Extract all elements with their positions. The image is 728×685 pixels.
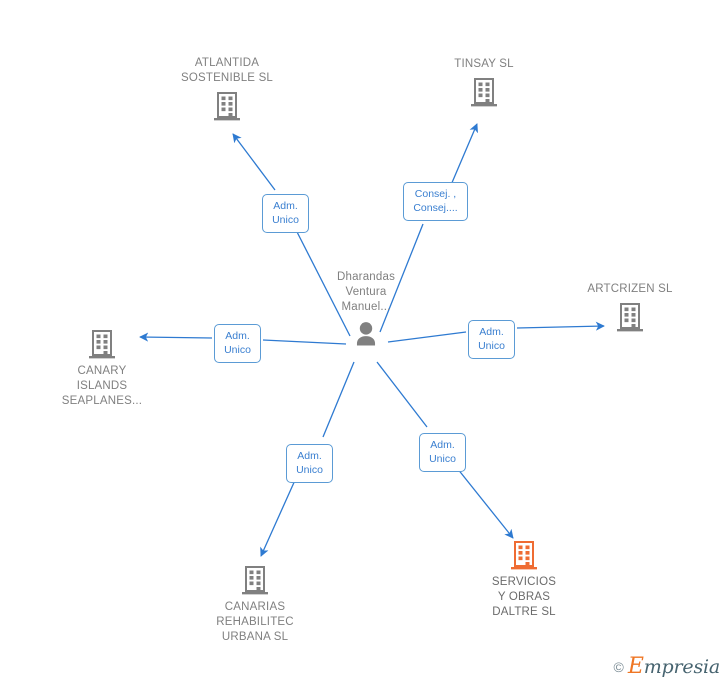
building-icon [89,330,115,359]
edge-servicios-daltre [376,361,514,539]
node-label: Dharandas Ventura Manuel... [336,271,396,313]
brand-initial: E [627,654,644,679]
person-icon [356,322,376,346]
node-label: CANARY ISLANDS SEAPLANES... [61,365,143,407]
edge-canarias-rehabilitec [260,361,355,557]
edge-artcrizen [387,321,605,343]
node-label: TINSAY SL [454,58,514,70]
node-person-center[interactable]: Dharandas Ventura Manuel... [291,270,441,350]
building-icon [617,303,643,332]
node-atlantida-sostenible-sl[interactable]: ATLANTIDA SOSTENIBLE SL [152,56,302,123]
node-artcrizen-sl[interactable]: ARTCRIZEN SL [555,282,705,334]
building-icon [511,541,537,570]
node-label: CANARIAS REHABILITEC URBANA SL [216,601,294,643]
node-servicios-y-obras-daltre-sl[interactable]: SERVICIOS Y OBRAS DALTRE SL [449,538,599,620]
node-canarias-rehabilitec-urbana-sl[interactable]: CANARIAS REHABILITEC URBANA SL [180,563,330,645]
brand-remainder: mpresia [643,656,720,678]
edge-label-tinsay[interactable]: Consej. , Consej.... [403,182,468,221]
empresia-watermark: © Empresia [613,654,721,679]
edge-canary-islands [139,332,347,345]
node-label: ATLANTIDA SOSTENIBLE SL [180,57,274,84]
node-label: ARTCRIZEN SL [587,283,673,295]
edge-label-atlantida[interactable]: Adm. Unico [262,194,309,233]
copyright-symbol: © [613,658,624,675]
node-canary-islands-seaplanes[interactable]: CANARY ISLANDS SEAPLANES... [27,327,177,409]
building-icon [214,92,240,121]
edge-atlantida [232,133,351,337]
brand-name: Empresia [628,654,720,679]
edge-label-servicios-daltre[interactable]: Adm. Unico [419,433,466,472]
edge-label-artcrizen[interactable]: Adm. Unico [468,320,515,359]
edge-tinsay [379,123,478,333]
building-icon [242,566,268,595]
building-icon [471,78,497,107]
edge-label-canary-islands[interactable]: Adm. Unico [214,324,261,363]
edge-label-canarias-rehabilitec[interactable]: Adm. Unico [286,444,333,483]
node-tinsay-sl[interactable]: TINSAY SL [409,57,559,109]
node-label: SERVICIOS Y OBRAS DALTRE SL [491,576,557,618]
